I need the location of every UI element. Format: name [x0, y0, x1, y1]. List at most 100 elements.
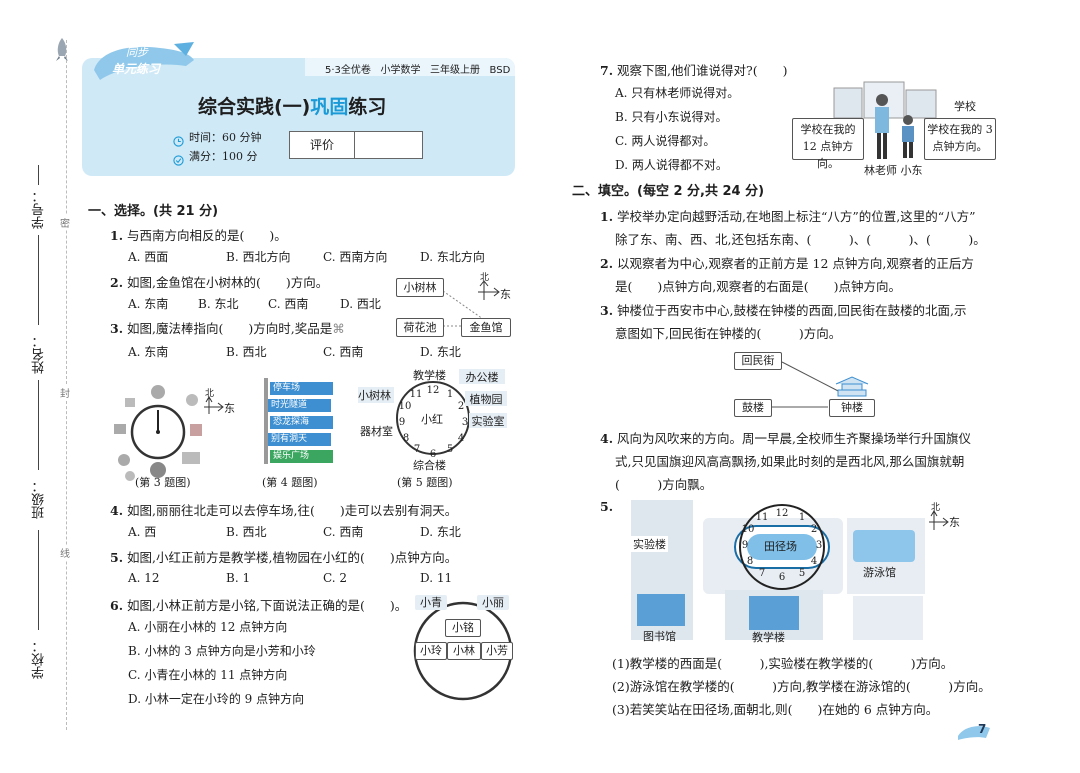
q1-option-c[interactable]: C. 西南方向: [323, 250, 388, 264]
fig3-clock-icon: [114, 385, 202, 481]
f5-sub2[interactable]: (2)游泳馆在教学楼的( )方向,教学楼在游泳馆的( )方向。: [612, 679, 991, 694]
f5-compass-arrows-icon: [929, 510, 949, 530]
q7-option-a[interactable]: A. 只有林老师说得对。: [615, 86, 740, 100]
fig5-caption: (第 5 题图): [397, 476, 453, 489]
q7-option-b[interactable]: B. 只有小东说得对。: [615, 110, 728, 124]
q7-option-d[interactable]: D. 两人说得都不对。: [615, 158, 728, 172]
q6-text: 如图,小林正前方是小铭,下面说法正确的是( )。: [127, 598, 408, 613]
f3-line2[interactable]: 意图如下,回民街在钟楼的( )方向。: [615, 326, 842, 341]
school-label: 学校：: [32, 640, 47, 679]
q1-option-a[interactable]: A. 西面: [128, 250, 169, 264]
page-title: 综合实践(一)巩固练习: [198, 92, 386, 119]
cut-char-3: 线: [60, 545, 70, 560]
student-number-label: 学号：: [32, 190, 47, 229]
fig4-caption: (第 4 题图): [262, 476, 318, 489]
name-line[interactable]: [38, 235, 39, 325]
fig5-num-12: 12: [426, 385, 440, 396]
f5-sub3[interactable]: (3)若笑笑站在田径场,面朝北,则( )在她的 6 点钟方向。: [612, 702, 939, 717]
section2-title: 二、填空。(每空 2 分,共 24 分): [572, 184, 765, 199]
bell-tower-icon: [835, 376, 869, 397]
fig5-num-8: 8: [402, 433, 410, 444]
fig6-xiaoming: 小铭: [445, 619, 481, 637]
q2-option-c[interactable]: C. 西南: [268, 297, 309, 311]
fig5-botanical: 植物园: [465, 391, 507, 406]
sign-parking: 停车场: [270, 382, 333, 395]
evaluation-label: 评价: [290, 132, 355, 158]
q4-num: 4.: [110, 503, 124, 518]
fig5-xiaohong: 小红: [421, 413, 443, 426]
q3-num: 3.: [110, 321, 124, 336]
f5-map-background-icon: [631, 500, 925, 640]
student-number-line[interactable]: [38, 165, 39, 185]
q1-option-b[interactable]: B. 西北方向: [226, 250, 291, 264]
fig5-grove: 小树林: [358, 387, 394, 403]
fig5-num-7: 7: [413, 444, 421, 455]
q5-option-a[interactable]: A. 12: [128, 571, 160, 585]
q4-option-b[interactable]: B. 西北: [226, 525, 267, 539]
section1-title: 一、选择。(共 21 分): [88, 204, 219, 219]
q6-option-d[interactable]: D. 小林一定在小玲的 9 点钟方向: [128, 692, 305, 706]
fig7: 学校 学校在我的 12 点钟方向。 学校在我的 3 点钟方向。 林老师 小东: [792, 80, 1002, 177]
f5-sub1[interactable]: (1)教学楼的西面是( ),实验楼在教学楼的( )方向。: [612, 656, 954, 671]
f1-line2[interactable]: 除了东、南、西、北,还包括东南、( )、( )、( )。: [615, 232, 986, 247]
q3: 3. 如图,魔法棒指向( )方向时,奖品是⌘: [110, 318, 345, 337]
fig5-num-1: 1: [446, 389, 454, 400]
f5-track: 田径场: [764, 540, 797, 553]
fig3-compass-arrows-icon: [204, 396, 224, 414]
q1-option-d[interactable]: D. 东北方向: [420, 250, 485, 264]
q3-text: 如图,魔法棒指向( )方向时,奖品是: [127, 321, 333, 336]
f4-line3[interactable]: ( )方向飘。: [615, 477, 713, 492]
f5-num-8: 8: [746, 556, 754, 567]
f5-num: 5.: [600, 499, 614, 514]
q1-num: 1.: [110, 228, 124, 243]
q5-option-c[interactable]: C. 2: [323, 571, 348, 585]
edition: BSD: [489, 65, 511, 76]
q2-option-a[interactable]: A. 东南: [128, 297, 169, 311]
q5-num: 5.: [110, 550, 124, 565]
sign-plaza: 娱乐广场: [270, 450, 333, 463]
q2-option-b[interactable]: B. 东北: [198, 297, 239, 311]
class-line[interactable]: [38, 380, 39, 470]
f5-num-3: 3: [815, 540, 823, 551]
q4-option-d[interactable]: D. 东北: [420, 525, 461, 539]
q6-num: 6.: [110, 598, 124, 613]
fig3: 北 东: [110, 380, 250, 490]
q5-option-d[interactable]: D. 11: [420, 571, 453, 585]
q2-compass: 北 东: [476, 270, 516, 304]
evaluation-field[interactable]: [356, 132, 422, 158]
title-part2: 巩固: [310, 96, 349, 118]
fig5-equipment: 器材室: [360, 425, 393, 438]
q5-option-b[interactable]: B. 1: [226, 571, 251, 585]
f4-num: 4.: [600, 431, 614, 446]
f3-muslim-street: 回民街: [734, 352, 782, 370]
q3-option-c[interactable]: C. 西南: [323, 345, 364, 359]
q2-label-grove: 小树林: [396, 278, 444, 297]
fig7-bubble-right: 学校在我的 3 点钟方向。: [924, 118, 996, 160]
f2-line2[interactable]: 是( )点钟方向,观察者的右面是( )点钟方向。: [615, 279, 901, 294]
series-name: 5·3全优卷: [325, 65, 371, 76]
q6-option-a[interactable]: A. 小丽在小林的 12 点钟方向: [128, 620, 288, 634]
q4-option-a[interactable]: A. 西: [128, 525, 157, 539]
q6-option-c[interactable]: C. 小青在小林的 11 点钟方向: [128, 668, 288, 682]
q6-option-b[interactable]: B. 小林的 3 点钟方向是小芳和小玲: [128, 644, 316, 658]
page-tab-icon: [958, 726, 990, 740]
f2-num: 2.: [600, 256, 614, 271]
f5-num-12: 12: [775, 508, 789, 519]
q7-option-c[interactable]: C. 两人说得都对。: [615, 134, 716, 148]
f5-compass-north: 北: [931, 503, 941, 513]
fig4: 停车场 时光隧道 恐龙探海 别有洞天 娱乐广场: [262, 378, 334, 464]
q3-option-a[interactable]: A. 东南: [128, 345, 169, 359]
q3-option-d[interactable]: D. 东北: [420, 345, 461, 359]
q3-option-b[interactable]: B. 西北: [226, 345, 267, 359]
q4-option-c[interactable]: C. 西南: [323, 525, 364, 539]
fig3-compass-east: 东: [224, 402, 235, 415]
fig5: 12 1 2 3 4 5 6 7 8 9 10 11 教学楼 办公楼 小树林 植…: [355, 365, 510, 473]
q2-option-d[interactable]: D. 西北: [340, 297, 381, 311]
f5-teaching: 教学楼: [752, 631, 785, 644]
fig7-bubble-left: 学校在我的 12 点钟方向。: [792, 118, 864, 170]
school-line[interactable]: [38, 530, 39, 630]
fig5-num-4: 4: [457, 433, 465, 444]
f1-text1: 学校举办定向越野活动,在地图上标注“八方”的位置,这里的“八方”: [617, 209, 976, 224]
fig7-people-label: 林老师 小东: [864, 164, 923, 177]
f3-bell-tower: 钟楼: [829, 399, 875, 417]
